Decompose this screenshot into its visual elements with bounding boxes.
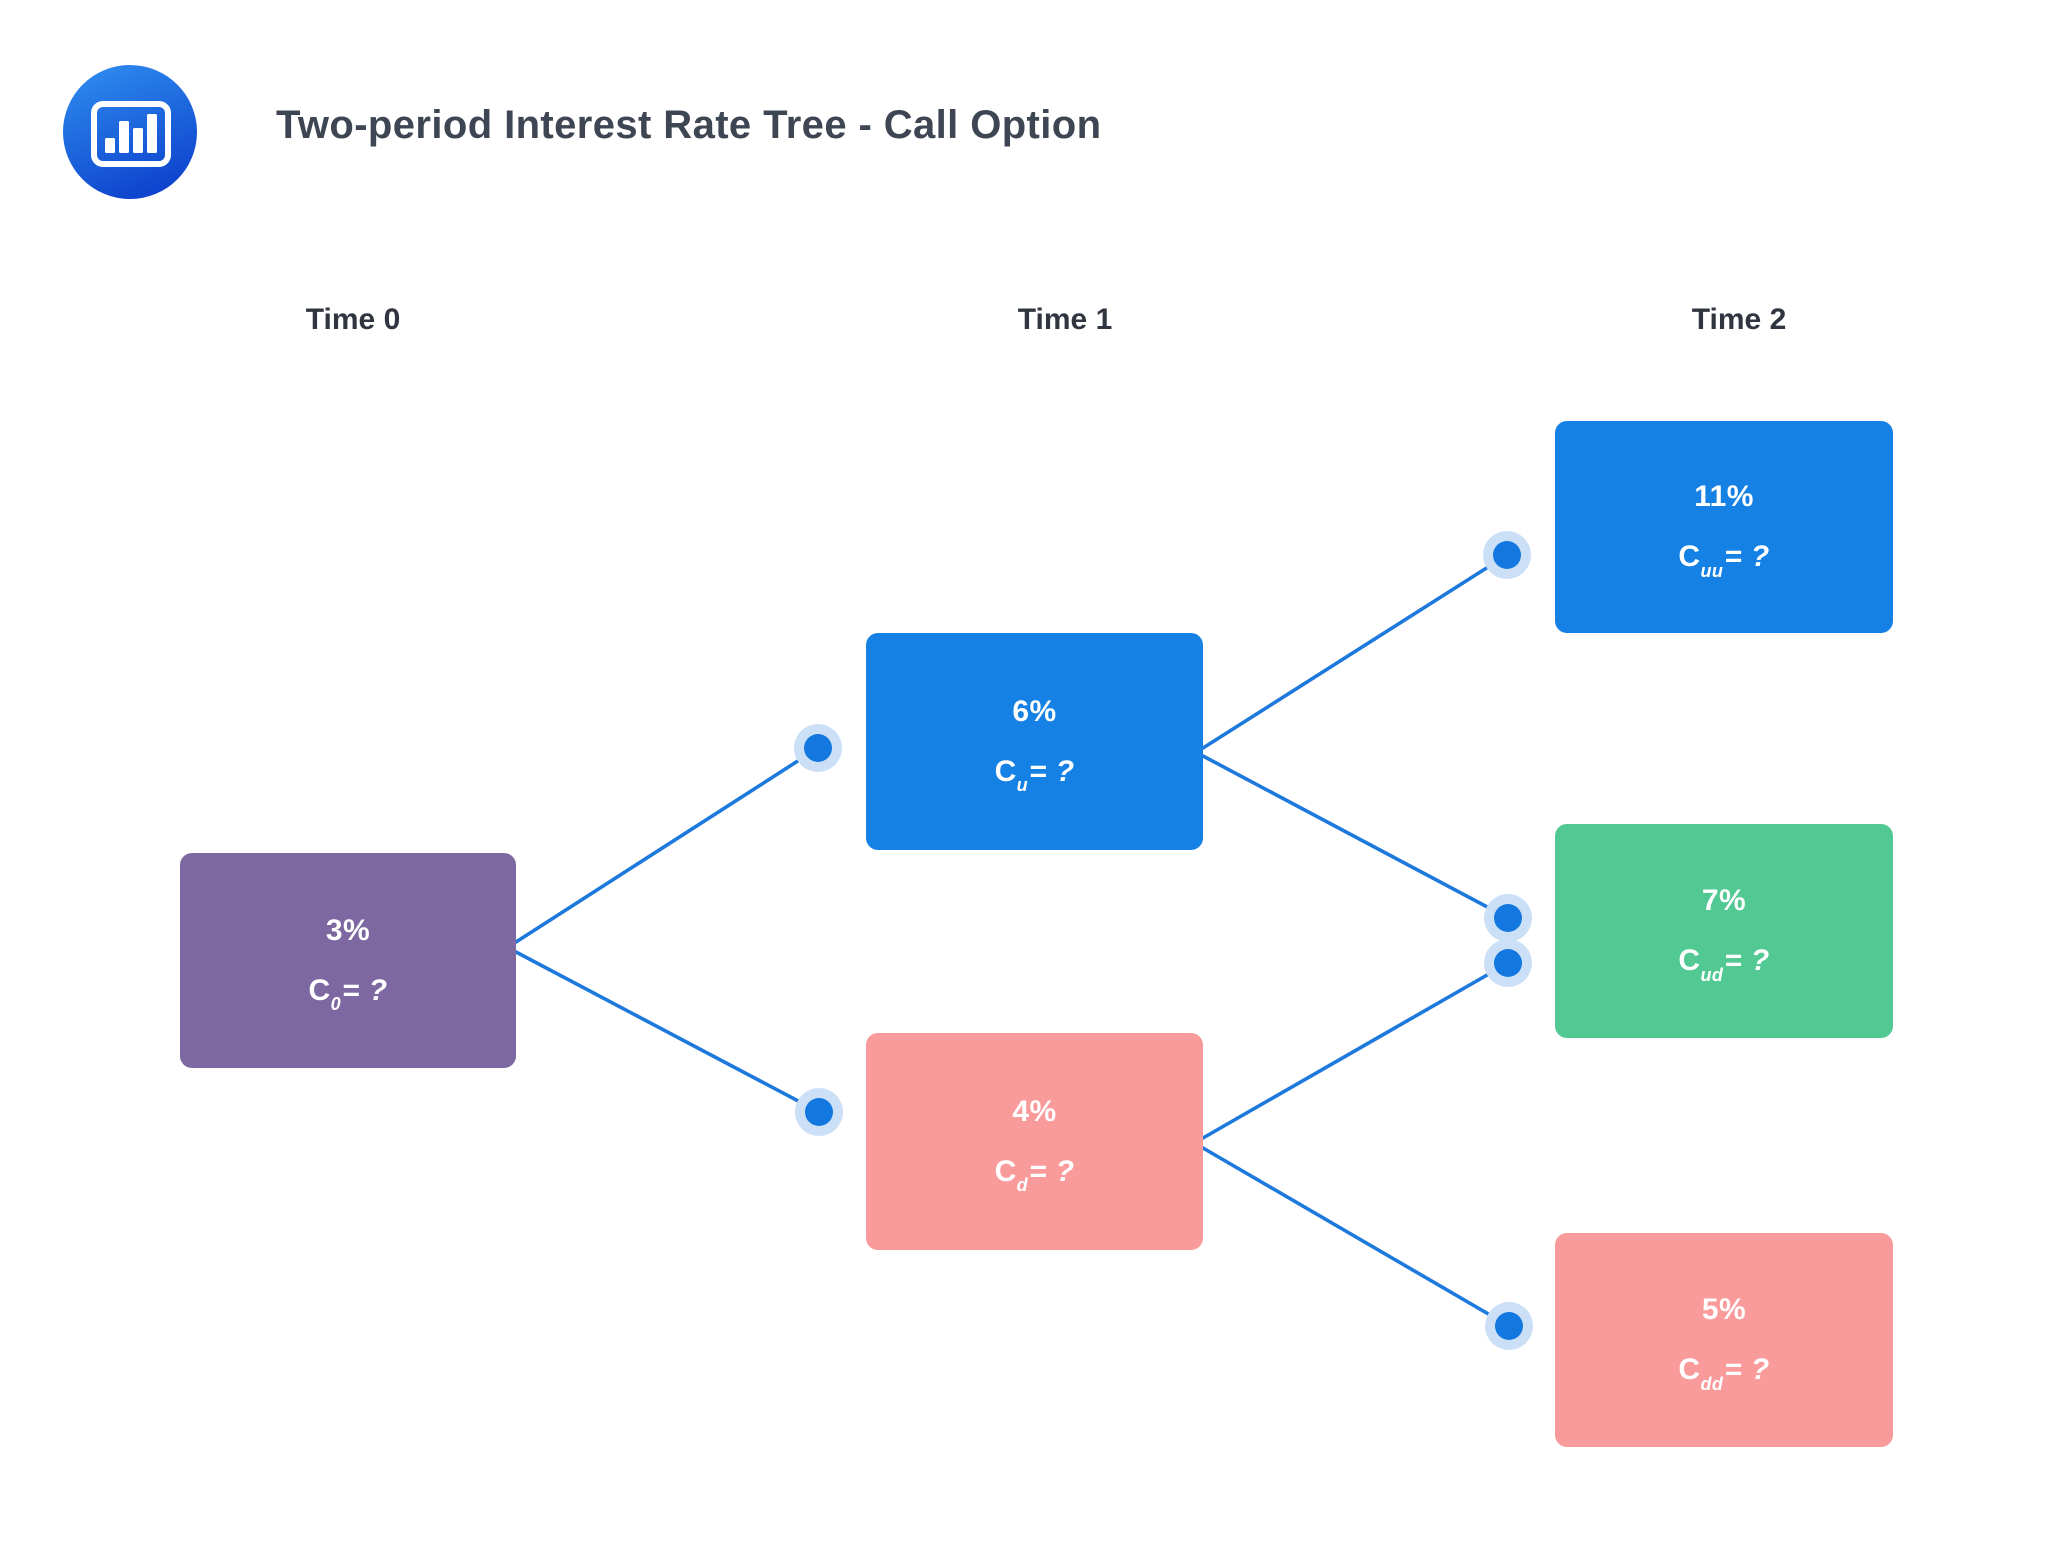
- edge-u-ud: [1201, 754, 1510, 920]
- tree-node-down-down: 5% Cdd= ?: [1555, 1233, 1893, 1447]
- connector-dot-d: [805, 1098, 833, 1126]
- option-value-label: Cd= ?: [994, 1154, 1075, 1196]
- tree-node-up-up: 11% Cuu= ?: [1555, 421, 1893, 633]
- option-value-label: Cud= ?: [1678, 944, 1770, 985]
- rate-label: 6%: [1012, 694, 1057, 728]
- edge-d-ud: [1201, 961, 1510, 1140]
- rate-label: 5%: [1701, 1293, 1747, 1326]
- edge-d-dd: [1201, 1146, 1511, 1328]
- column-label-time-2: Time 2: [1691, 303, 1787, 336]
- bar-chart-icon: [63, 65, 197, 199]
- option-value-label: Cu= ?: [994, 754, 1075, 796]
- tree-node-down: 4% Cd= ?: [866, 1033, 1203, 1250]
- rate-label: 7%: [1701, 884, 1747, 917]
- column-label-time-1: Time 1: [1017, 303, 1113, 336]
- rate-label: 3%: [325, 913, 371, 947]
- tree-node-time0: 3% C0= ?: [180, 853, 516, 1068]
- option-value-label: Cdd= ?: [1678, 1353, 1770, 1394]
- edge-u-uu: [1201, 553, 1509, 750]
- option-value-label: C0= ?: [308, 973, 388, 1015]
- column-label-time-0: Time 0: [305, 303, 401, 336]
- page-title: Two-period Interest Rate Tree - Call Opt…: [276, 103, 1102, 147]
- connector-dot-ud-upper: [1494, 904, 1522, 932]
- bar-chart-logo: [62, 64, 198, 200]
- connector-dot-ud-lower: [1494, 949, 1522, 977]
- edge-t0-d: [514, 950, 821, 1114]
- edge-t0-u: [514, 746, 820, 944]
- tree-node-up: 6% Cu= ?: [866, 633, 1203, 850]
- connector-dot-u: [804, 734, 832, 762]
- option-value-label: Cuu= ?: [1678, 540, 1770, 581]
- rate-label: 11%: [1694, 480, 1754, 513]
- rate-label: 4%: [1012, 1094, 1057, 1128]
- tree-node-up-down: 7% Cud= ?: [1555, 824, 1893, 1038]
- connector-dot-uu: [1493, 541, 1521, 569]
- connector-dot-dd: [1495, 1312, 1523, 1340]
